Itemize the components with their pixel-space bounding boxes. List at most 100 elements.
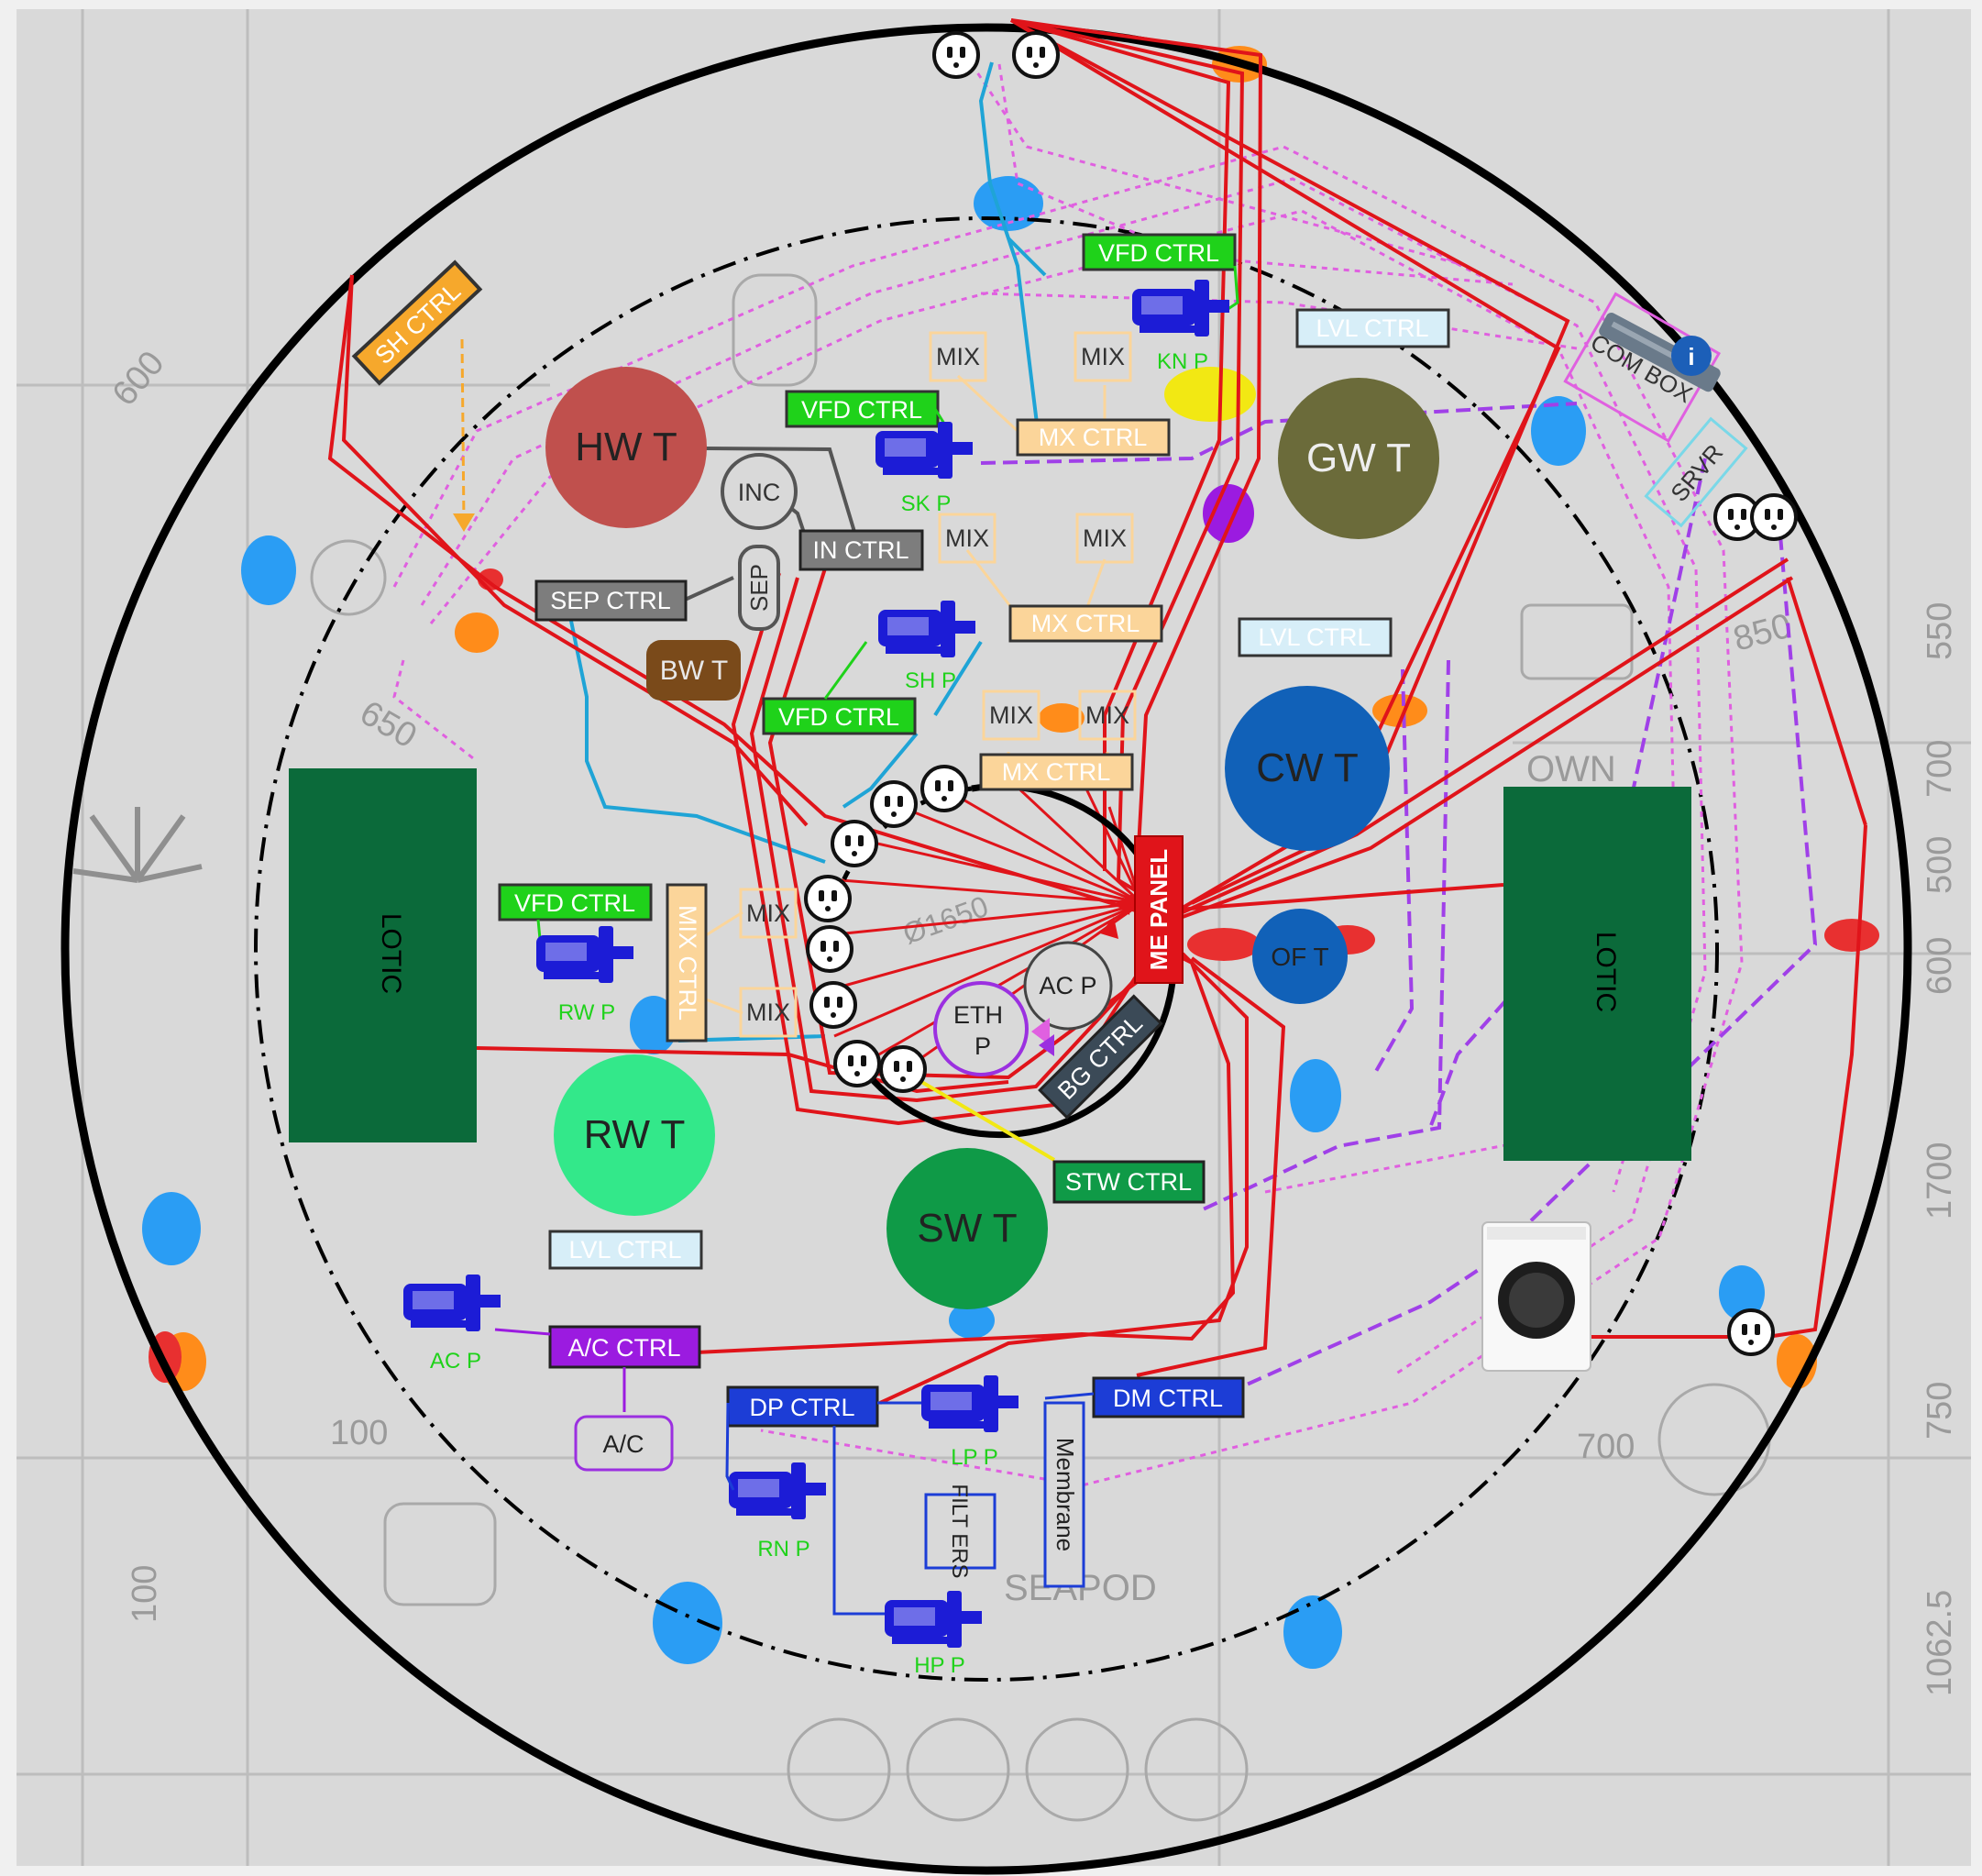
- side-dim-6: 1062.5: [1921, 1590, 1959, 1696]
- sep-ctrl: SEP CTRL: [534, 579, 688, 622]
- ac-p-circle-label: AC P: [1039, 972, 1096, 999]
- tank-oft-label: OF T: [1271, 943, 1328, 971]
- tank-bwt-label: BW T: [660, 656, 728, 686]
- me-panel: ME PANEL: [1134, 835, 1184, 984]
- stw-ctrl: STW CTRL: [1052, 1160, 1206, 1204]
- in-ctrl: IN CTRL: [798, 529, 924, 571]
- mix-box: MIX: [1075, 513, 1134, 564]
- info-icon: i: [1671, 336, 1712, 376]
- pump-kn-top: KN P: [1132, 280, 1229, 374]
- mix-ctrl-1-label: MX CTRL: [1039, 424, 1148, 451]
- mix-label: MIX: [1083, 524, 1127, 552]
- pump-rn-label: RN P: [757, 1537, 809, 1561]
- mix-ctrl-1: MX CTRL: [1016, 418, 1171, 457]
- pump-lp: LP P: [921, 1375, 1019, 1470]
- outlet-icon: [804, 875, 852, 922]
- mix-ctrl-vertical-label: MIX CTRL: [674, 905, 701, 1021]
- outlet-icon: [1012, 31, 1060, 79]
- mix-ctrl-vertical: MIX CTRL: [666, 883, 708, 1043]
- pump-sk: SK P: [875, 422, 973, 516]
- dm-ctrl: DM CTRL: [1092, 1376, 1245, 1418]
- tanks: HW T GW T CW T OF T RW T SW T BW T: [545, 367, 1439, 1309]
- outlet-icon: [1727, 1308, 1775, 1356]
- ac-ctrl: A/C CTRL: [548, 1325, 701, 1369]
- controllers: SH CTRL VFD CTRL VFD CTRL VFD CTRL VFD C…: [351, 233, 1450, 1428]
- tank-hwt: HW T: [545, 367, 707, 528]
- tank-gwt-label: GW T: [1306, 436, 1411, 480]
- outlet-icon: [920, 765, 968, 812]
- tank-swt-label: SW T: [917, 1206, 1017, 1251]
- mix-box: MIX: [929, 331, 987, 382]
- vfd-ctrl-mid: VFD CTRL: [785, 390, 940, 428]
- dim-100a: 100: [330, 1414, 388, 1452]
- membrane-label: Membrane: [1052, 1438, 1079, 1551]
- lvl-ctrl-mid-label: LVL CTRL: [1258, 623, 1371, 651]
- tank-cwt: CW T: [1225, 686, 1390, 851]
- outlet-icon: [809, 981, 857, 1029]
- mix-box: MIX: [739, 987, 798, 1038]
- filters-unit: FILT ERS: [924, 1484, 997, 1579]
- dm-ctrl-label: DM CTRL: [1113, 1385, 1223, 1412]
- palm-tree-icon: [72, 807, 203, 883]
- tank-gwt: GW T: [1278, 378, 1439, 539]
- pump-sh-label: SH P: [905, 668, 956, 693]
- dim-700: 700: [1577, 1428, 1635, 1466]
- pump-lp-label: LP P: [951, 1445, 998, 1470]
- inc-unit: INC: [721, 453, 798, 530]
- own-label: OWN: [1526, 749, 1616, 789]
- mix-label: MIX: [746, 899, 790, 927]
- vfd-ctrl-rw: VFD CTRL: [498, 883, 653, 921]
- outlet-icon: [833, 1040, 881, 1087]
- eth-p-unit: ETH P: [933, 981, 1029, 1076]
- filters-label: FILT ERS: [947, 1484, 972, 1578]
- lotic-right: LOTIC: [1503, 787, 1691, 1161]
- me-panel-label: ME PANEL: [1145, 849, 1173, 971]
- outlet-ring: [864, 783, 1177, 1139]
- lotic-right-label: LOTIC: [1591, 932, 1621, 1012]
- mix-ctrl-2-label: MX CTRL: [1031, 610, 1140, 637]
- sep-label: SEP: [745, 564, 773, 612]
- mix-box: MIX: [982, 690, 1041, 741]
- tank-hwt-label: HW T: [575, 425, 677, 469]
- ac-unit: A/C: [574, 1415, 674, 1472]
- tank-cwt-label: CW T: [1256, 745, 1359, 790]
- sep-ctrl-label: SEP CTRL: [550, 587, 671, 614]
- yellow-lines: [453, 338, 1056, 1162]
- vfd-ctrl-top: VFD CTRL: [1082, 233, 1237, 271]
- tank-bwt: BW T: [646, 640, 741, 701]
- lvl-ctrl-mid: LVL CTRL: [1238, 617, 1393, 657]
- mix-label: MIX: [746, 999, 790, 1026]
- panel-spokes: [826, 768, 1143, 1073]
- mix-label: MIX: [1081, 343, 1125, 370]
- outlet-icon: [870, 780, 918, 828]
- lotic-left-label: LOTIC: [376, 913, 406, 994]
- mix-box: MIX: [739, 888, 798, 939]
- mix-box: MIX: [1078, 690, 1137, 741]
- vfd-ctrl-low: VFD CTRL: [762, 697, 917, 735]
- mix-label: MIX: [1085, 701, 1129, 729]
- arrow-markers: [1031, 894, 1132, 1056]
- outlet-icon: [932, 31, 980, 79]
- tank-rwt: RW T: [554, 1054, 715, 1216]
- pump-hp: HP P: [885, 1591, 982, 1678]
- pump-ac: AC P: [403, 1275, 501, 1374]
- pump-rn: RN P: [729, 1462, 826, 1561]
- dp-ctrl: DP CTRL: [726, 1385, 879, 1428]
- pump-hp-label: HP P: [914, 1653, 965, 1678]
- pumps: KN P SK P SH P RW P AC P LP P RN P HP P: [403, 280, 1229, 1678]
- inc-label: INC: [738, 479, 781, 506]
- outlet-icon: [806, 925, 853, 973]
- pump-sk-label: SK P: [901, 491, 952, 516]
- mix-ctrl-3: MX CTRL: [979, 753, 1134, 791]
- svg-text:i: i: [1688, 343, 1694, 370]
- lvl-ctrl-top: LVL CTRL: [1295, 308, 1450, 348]
- lvl-ctrl-top-label: LVL CTRL: [1316, 315, 1428, 342]
- in-ctrl-label: IN CTRL: [812, 536, 908, 564]
- dim-100b: 100: [126, 1565, 164, 1623]
- dp-ctrl-label: DP CTRL: [749, 1394, 854, 1421]
- lvl-ctrl-rw-label: LVL CTRL: [568, 1236, 681, 1264]
- pump-ac-label: AC P: [430, 1349, 481, 1374]
- outlet-icon: [879, 1045, 927, 1093]
- mix-box: MIX: [938, 513, 997, 564]
